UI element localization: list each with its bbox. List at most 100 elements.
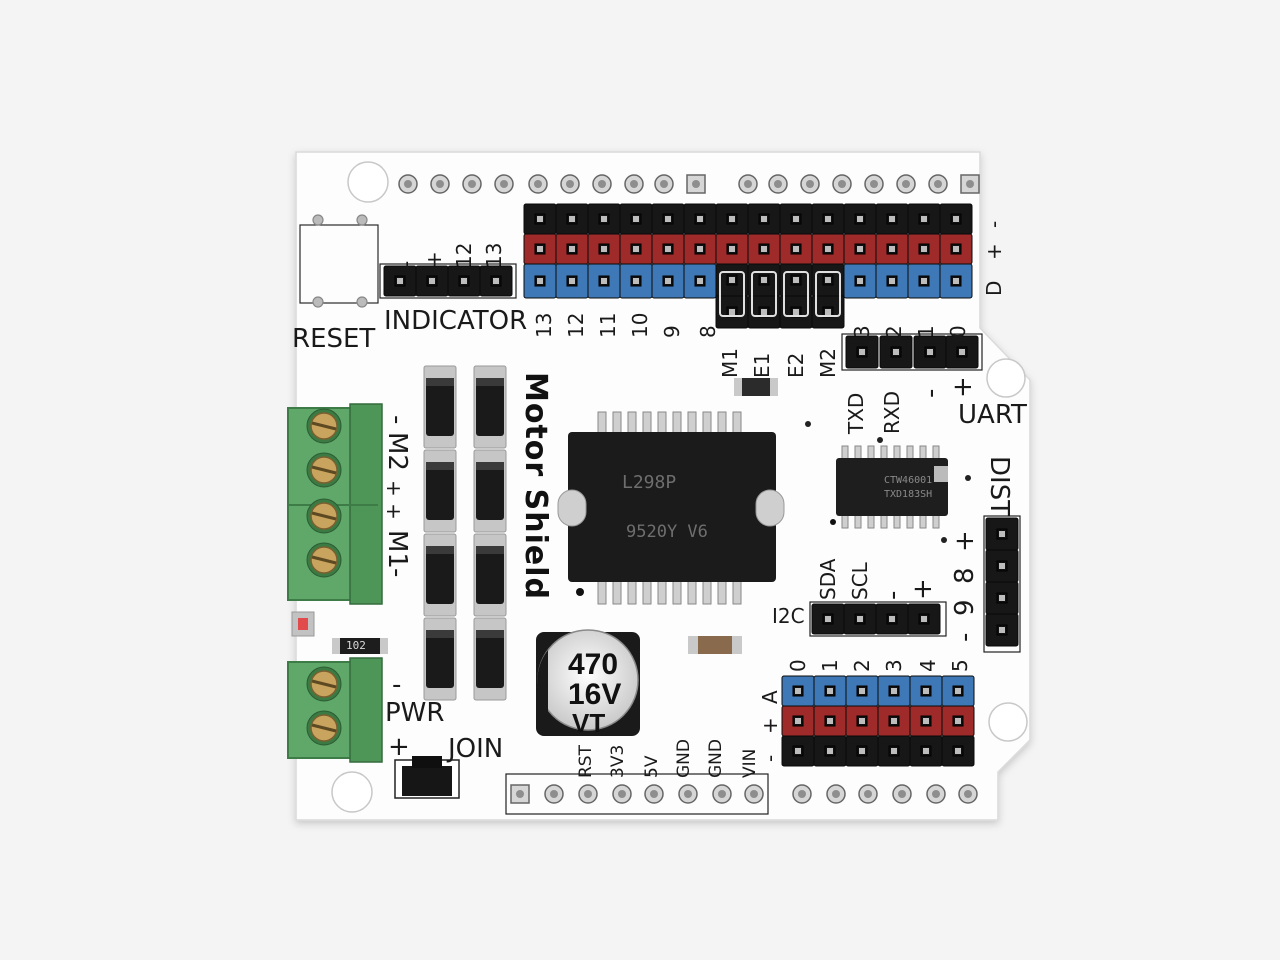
analog-pin-red bbox=[781, 705, 815, 737]
jumper-label: E1 bbox=[750, 352, 774, 378]
chip-pin bbox=[717, 579, 727, 605]
indicator-label: INDICATOR bbox=[384, 306, 528, 336]
chip-pin bbox=[932, 445, 940, 461]
digital-pin-label: 2 bbox=[882, 325, 906, 338]
header-pin-blue bbox=[907, 263, 941, 299]
header-pin-red bbox=[555, 233, 589, 265]
dist-label: DIST bbox=[984, 456, 1014, 517]
header-pin-black bbox=[715, 203, 749, 235]
flyback-diodes bbox=[423, 365, 507, 701]
header-pin-black bbox=[843, 203, 877, 235]
jumper-label: E2 bbox=[784, 352, 808, 378]
chip-pin bbox=[717, 411, 727, 435]
bottom-pin-pads bbox=[792, 784, 978, 804]
indicator-pin bbox=[479, 265, 513, 297]
power-pad-outline bbox=[505, 773, 769, 815]
header-pin-black bbox=[523, 203, 557, 235]
header-pin-red bbox=[875, 233, 909, 265]
analog-pin-label: 0 bbox=[786, 659, 810, 672]
jumper-label: M2 bbox=[816, 348, 840, 378]
dist-pin-label: 9 bbox=[950, 599, 980, 616]
chip-pin bbox=[919, 513, 927, 529]
dist-pin bbox=[985, 613, 1019, 647]
chip-pin bbox=[841, 445, 849, 461]
analog-pin-label: 1 bbox=[818, 659, 842, 672]
reset-label: RESET bbox=[292, 324, 376, 354]
header-pin-red bbox=[715, 233, 749, 265]
chip-pin bbox=[597, 579, 607, 605]
analog-pin-red bbox=[845, 705, 879, 737]
chip-pin bbox=[841, 513, 849, 529]
chip-pin bbox=[919, 445, 927, 461]
i2c-pin bbox=[875, 603, 909, 635]
board-title: Motor Shield bbox=[518, 372, 553, 601]
jumper-label: M1 bbox=[718, 348, 742, 378]
header-pin-black bbox=[779, 203, 813, 235]
header-pin-blue bbox=[843, 263, 877, 299]
header-pin-red bbox=[523, 233, 557, 265]
resistor-code: 102 bbox=[346, 639, 366, 652]
indicator-outline bbox=[379, 263, 517, 299]
electrolytic-capacitor bbox=[536, 629, 640, 736]
chip-pin bbox=[893, 513, 901, 529]
i2c-pin bbox=[811, 603, 845, 635]
power-terminal-block bbox=[287, 657, 383, 763]
small-chip-code: CTW46001 bbox=[884, 475, 933, 486]
uart-pin-label: + bbox=[948, 376, 978, 398]
uart-pin-label: RXD bbox=[880, 391, 904, 434]
header-pin-red bbox=[939, 233, 973, 265]
header-pin-black bbox=[651, 203, 685, 235]
chip-pin bbox=[732, 411, 742, 435]
header-pin-red bbox=[811, 233, 845, 265]
analog-pin-label: 2 bbox=[850, 659, 874, 672]
dist-pin bbox=[985, 581, 1019, 615]
chip-pin bbox=[932, 513, 940, 529]
chip-pin bbox=[893, 445, 901, 461]
header-pin-blue bbox=[523, 263, 557, 299]
power-pin-label: 5V bbox=[642, 755, 662, 778]
pwr-label: PWR bbox=[385, 698, 445, 728]
analog-pin-black bbox=[909, 735, 943, 767]
jumper-cap bbox=[815, 271, 841, 317]
chip-pin bbox=[906, 445, 914, 461]
header-pin-black bbox=[875, 203, 909, 235]
chip-pin bbox=[642, 579, 652, 605]
m1-sign-label: - bbox=[382, 568, 412, 578]
digital-pin-label: 8 bbox=[696, 325, 720, 338]
header-row-label: - bbox=[982, 220, 1006, 228]
uart-pin bbox=[845, 335, 879, 369]
indicator-pin-label: 13 bbox=[482, 242, 506, 268]
jumper-cap bbox=[719, 271, 745, 317]
header-pin-blue bbox=[875, 263, 909, 299]
header-pin-red bbox=[843, 233, 877, 265]
i2c-pin-label: + bbox=[908, 578, 938, 600]
analog-pin-blue bbox=[813, 675, 847, 707]
m1-label: M1 bbox=[382, 530, 412, 569]
chip-pin bbox=[906, 513, 914, 529]
chip-pin bbox=[642, 411, 652, 435]
motor-jumpers bbox=[715, 263, 845, 329]
uart-pin bbox=[945, 335, 979, 369]
i2c-pin bbox=[843, 603, 877, 635]
chip-pin bbox=[867, 445, 875, 461]
indicator-pin-label: - bbox=[394, 260, 418, 268]
analog-pin-red bbox=[909, 705, 943, 737]
uart-pin bbox=[913, 335, 947, 369]
chip-pin bbox=[702, 579, 712, 605]
header-pin-blue bbox=[587, 263, 621, 299]
motor-terminal-block bbox=[287, 403, 383, 605]
jumper-cap bbox=[783, 271, 809, 317]
header-pin-blue bbox=[555, 263, 589, 299]
header-pin-blue bbox=[619, 263, 653, 299]
capacitor-brand: VT bbox=[572, 708, 606, 738]
uart-outline bbox=[841, 333, 983, 371]
chip-pin bbox=[732, 579, 742, 605]
power-pin-label: GND bbox=[674, 739, 694, 778]
header-pin-black bbox=[683, 203, 717, 235]
m2-label: M2 bbox=[382, 432, 412, 471]
indicator-pin-label: + bbox=[422, 251, 446, 268]
pwr-minus-label: - bbox=[392, 670, 402, 700]
dist-pin bbox=[985, 549, 1019, 583]
